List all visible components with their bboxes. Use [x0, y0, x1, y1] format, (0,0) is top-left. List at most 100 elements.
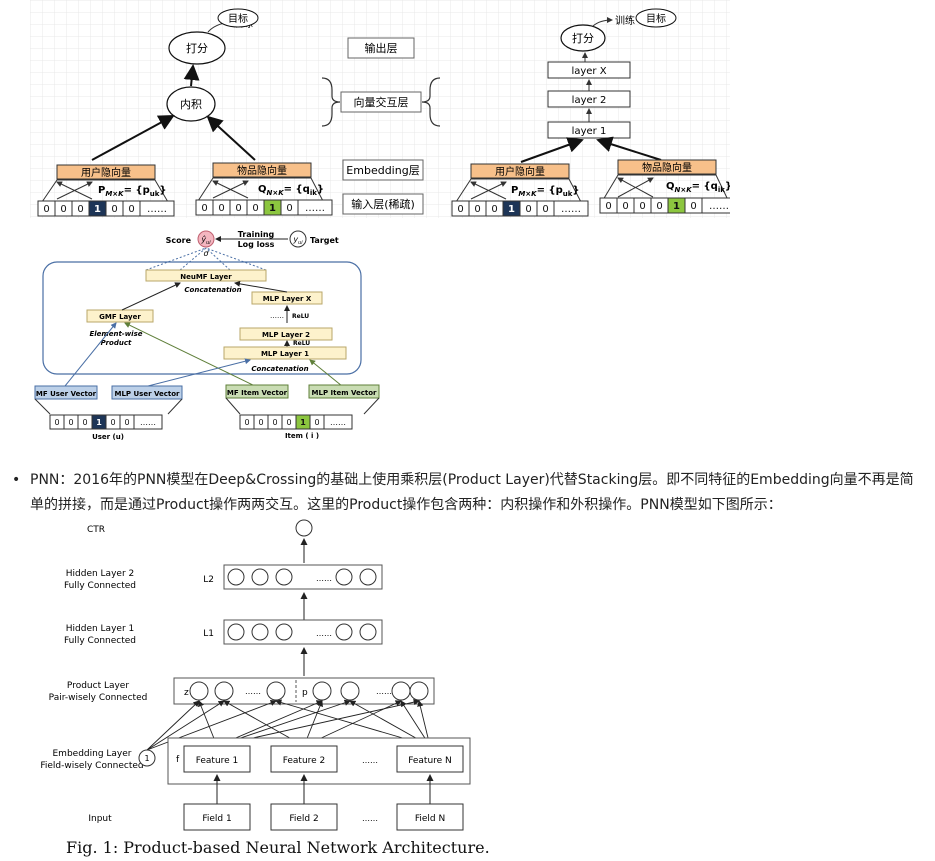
ctr-label: CTR: [87, 525, 105, 535]
input-cell-value: 0: [110, 418, 115, 427]
log-loss-label: Log loss: [238, 240, 275, 249]
pnn-paragraph: • PNN：2016年的PNN模型在Deep&Crossing的基础上使用乘积层…: [12, 468, 927, 518]
input-cell: [133, 414, 163, 430]
nn-train-label: 训练: [615, 14, 635, 27]
l2-nodes: [227, 568, 377, 586]
input-cell-value: 0: [656, 201, 662, 212]
input-cell-value: 0: [60, 204, 66, 215]
input-cell: [701, 197, 730, 214]
item-vector-box: [212, 162, 312, 178]
layer-1-label: layer 1: [572, 126, 607, 137]
input-cell-value: 0: [77, 204, 83, 215]
input-cell-value: 0: [474, 204, 480, 215]
target-circle: [289, 230, 307, 248]
interaction-layer-box: [340, 91, 422, 113]
input-cell-value: 0: [542, 204, 548, 215]
connection-line: [146, 700, 225, 751]
user-vector-box: [56, 164, 156, 180]
concatenation-bottom-label: Concatenation: [251, 365, 308, 373]
inner-product-node: [166, 86, 216, 122]
ctr-node: [295, 519, 313, 537]
nn-user-matrix-label: PM×K= {puk}: [511, 185, 580, 198]
mlp-item-vector-label: MLP Item Vector: [312, 389, 378, 397]
embedding-layer-box: [342, 159, 424, 181]
element-wise-label-2: Product: [101, 339, 132, 347]
item-matrix-label: QN×K= {qik}: [258, 184, 324, 197]
input-cell-value: ……: [561, 204, 581, 215]
embedding-layer-label: Embedding层: [346, 164, 419, 177]
input-cell-value: 0: [128, 204, 134, 215]
input-cell-value: 0: [639, 201, 645, 212]
field-dots: ……: [362, 814, 378, 823]
neuron-node: [391, 681, 411, 701]
f-label: f: [176, 755, 180, 765]
nn-score-node: [560, 24, 606, 52]
hidden1-line2: Fully Connected: [64, 636, 136, 646]
one-node: [138, 749, 156, 767]
l2-label: L2: [203, 575, 214, 585]
pnn-diagram: CTR Hidden Layer 2 Fully Connected Hidde…: [40, 519, 471, 831]
input-cell-value: 0: [258, 418, 263, 427]
score-node: [168, 31, 226, 65]
nn-target-node: [635, 8, 677, 28]
gmf-layer-box: [86, 309, 154, 323]
input-cell-value: 1: [96, 418, 102, 427]
input-cell-value: 1: [269, 203, 276, 214]
input-cell-value: 0: [68, 418, 73, 427]
feature-1-box: [183, 745, 251, 773]
hidden2-line1: Hidden Layer 2: [66, 569, 134, 579]
neuron-node: [335, 623, 353, 641]
input-cell-value: 1: [300, 418, 306, 427]
hidden1-line1: Hidden Layer 1: [66, 624, 134, 634]
input-cell-value: 0: [605, 201, 611, 212]
concatenation-top-label: Concatenation: [184, 286, 241, 294]
left-brace: [321, 77, 341, 127]
mf-user-vector-label: MF User Vector: [36, 390, 97, 398]
mf-user-vector-box: [34, 385, 98, 400]
user-label: User (u): [92, 433, 124, 441]
item-vector-label: 物品隐向量: [237, 164, 287, 177]
input-cell-value: 1: [94, 204, 101, 215]
target-label: 目标: [228, 13, 248, 25]
neumf-layer-box: [145, 269, 267, 282]
output-layer-box: [347, 37, 415, 59]
score-label: Score: [166, 236, 192, 245]
feature-n-box: [396, 745, 464, 773]
target-node: [217, 8, 259, 28]
input-cell-value: 0: [286, 418, 291, 427]
nn-score-label: 打分: [572, 31, 594, 45]
feature-dots: ……: [362, 756, 378, 765]
product-dots-z: ……: [245, 687, 261, 696]
output-layer-label: 输出层: [365, 41, 398, 55]
input-cell-value: 0: [111, 204, 117, 215]
input-cell-value: ……: [147, 204, 167, 215]
mlp-layer-2-label: MLP Layer 2: [262, 331, 310, 339]
input-cell-value: 0: [272, 418, 277, 427]
nn-user-vector-box: [470, 163, 570, 179]
feature-n-label: Feature N: [408, 756, 452, 766]
input-cell: [139, 200, 175, 217]
neuron-node: [227, 623, 245, 641]
p-label: p: [302, 688, 308, 698]
input-cell-value: 0: [252, 203, 258, 214]
one-label: 1: [144, 754, 149, 763]
input-cell-value: ……: [330, 418, 346, 427]
relu-top-label: ReLU: [292, 313, 309, 320]
neumf-layer-label: NeuMF Layer: [180, 273, 232, 281]
input-layer-label: 输入层(稀疏): [351, 197, 415, 211]
input-cell-value: 1: [673, 201, 680, 212]
layer-x-box: [547, 61, 631, 79]
input-cell-value: 0: [286, 203, 292, 214]
input-cell-value: 0: [314, 418, 319, 427]
interaction-layer-label: 向量交互层: [354, 95, 409, 109]
item-label: Item ( i ): [285, 432, 319, 440]
input-cell-value: 0: [201, 203, 207, 214]
connection-line: [146, 700, 200, 751]
bullet-point: •: [12, 472, 21, 488]
field-n-label: Field N: [415, 814, 445, 824]
l1-dots: ……: [316, 629, 332, 638]
neuron-node: [312, 681, 332, 701]
l1-nodes: [227, 623, 377, 641]
